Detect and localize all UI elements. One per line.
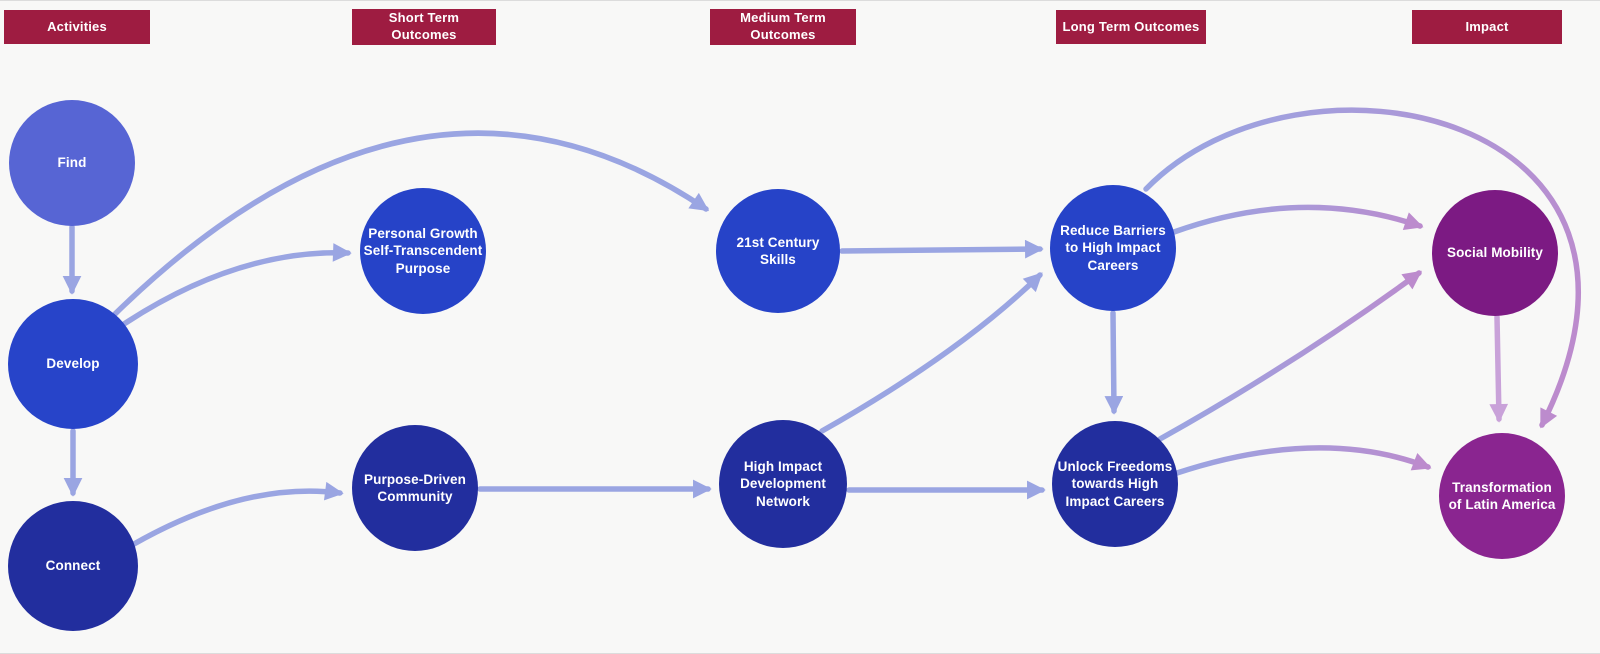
edge-develop-to-21st-century-skills <box>112 130 710 317</box>
edge-reduce-barriers-to-social-mobility <box>1171 204 1424 235</box>
node-personal-growth: Personal Growth Self-Transcendent Purpos… <box>360 188 486 314</box>
node-transformation-latam: Transformation of Latin America <box>1439 433 1565 559</box>
column-header-medium-term: Medium Term Outcomes <box>710 9 856 45</box>
edge-social-mobility-to-transformation-latam <box>1489 314 1509 423</box>
node-high-impact-development-network: High Impact Development Network <box>719 420 847 548</box>
edge-reduce-barriers-to-transformation-latam <box>1143 107 1582 429</box>
edge-develop-to-personal-growth <box>121 243 352 327</box>
edge-reduce-barriers-to-unlock-freedoms <box>1104 310 1124 415</box>
node-find: Find <box>9 100 135 226</box>
edge-unlock-freedoms-to-social-mobility <box>1157 270 1423 442</box>
node-develop: Develop <box>8 299 138 429</box>
node-purpose-driven-community: Purpose-Driven Community <box>352 425 478 551</box>
edge-unlock-freedoms-to-transformation-latam <box>1174 445 1432 476</box>
column-header-impact: Impact <box>1412 10 1562 44</box>
column-header-long-term: Long Term Outcomes <box>1056 10 1206 44</box>
column-header-short-term: Short Term Outcomes <box>352 9 496 45</box>
node-21st-century-skills: 21st Century Skills <box>716 189 840 313</box>
node-social-mobility: Social Mobility <box>1432 190 1558 316</box>
node-unlock-freedoms: Unlock Freedoms towards High Impact Care… <box>1052 421 1178 547</box>
node-connect: Connect <box>8 501 138 631</box>
edge-21st-century-skills-to-reduce-barriers <box>839 239 1044 259</box>
node-reduce-barriers: Reduce Barriers to High Impact Careers <box>1050 185 1176 311</box>
column-header-activities: Activities <box>4 10 150 44</box>
edge-connect-to-purpose-driven-community <box>131 481 344 547</box>
edge-high-impact-development-network-to-reduce-barriers <box>819 272 1043 434</box>
